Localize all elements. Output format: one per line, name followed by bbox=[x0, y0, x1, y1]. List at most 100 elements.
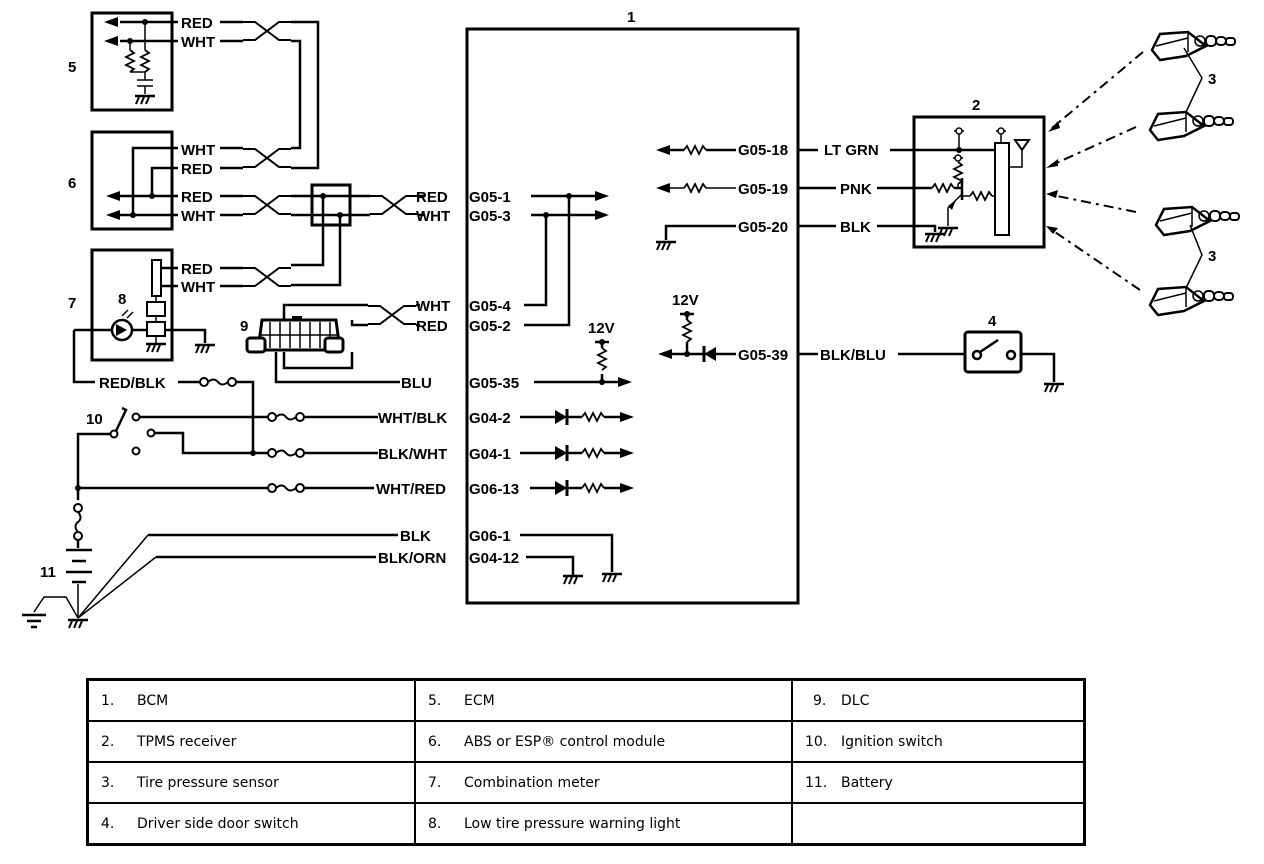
wire-bcm-red-1: RED bbox=[416, 189, 448, 206]
label-dlc: 9 bbox=[240, 318, 248, 335]
legend-cell: 1.BCM bbox=[86, 678, 416, 722]
wire-abs-wht: WHT bbox=[181, 208, 215, 225]
label-bcm: 1 bbox=[627, 9, 635, 26]
component-legend-table: 1.BCM 5.ECM 9.DLC 2.TPMS receiver 6.ABS … bbox=[86, 678, 1086, 846]
wire-blk-rx: BLK bbox=[840, 219, 871, 236]
legend-cell: 9.DLC bbox=[791, 678, 1086, 722]
label-battery: 11 bbox=[40, 564, 56, 581]
battery-icon bbox=[66, 548, 92, 584]
bcm-internal-left: 12V bbox=[520, 191, 634, 586]
legend-label: Low tire pressure warning light bbox=[464, 815, 681, 832]
bcm-right-wires: LT GRN PNK BLK BLK/BLU bbox=[798, 142, 995, 364]
ignition-switch-icon bbox=[109, 406, 156, 456]
legend-label: DLC bbox=[841, 692, 870, 709]
wire-red-blk: RED/BLK bbox=[99, 375, 166, 392]
label-ecm: 5 bbox=[68, 59, 76, 76]
legend-cell: 8.Low tire pressure warning light bbox=[414, 802, 793, 846]
wire-blu: BLU bbox=[401, 375, 432, 392]
wire-meter-wht: WHT bbox=[181, 279, 215, 296]
tire-sensor-icon bbox=[1150, 30, 1237, 62]
label-meter: 7 bbox=[68, 295, 76, 312]
tire-sensor-icon bbox=[1148, 110, 1235, 142]
legend-cell: 11.Battery bbox=[791, 761, 1086, 804]
wire-blk: BLK bbox=[400, 528, 431, 545]
wire-wht-blk: WHT/BLK bbox=[378, 410, 447, 427]
wire-blk-orn: BLK/ORN bbox=[378, 550, 446, 567]
warning-light-icon bbox=[110, 309, 134, 342]
label-12v-left: 12V bbox=[588, 320, 615, 337]
wire-blk-blu: BLK/BLU bbox=[820, 347, 886, 364]
chassis-ground-icon bbox=[22, 613, 46, 629]
combination-meter: 7 8 RED WHT RED/BLK bbox=[68, 248, 292, 453]
legend-cell: 3.Tire pressure sensor bbox=[86, 761, 416, 804]
legend-cell: 10.Ignition switch bbox=[791, 720, 1086, 763]
pin-g05-20: G05-20 bbox=[738, 219, 788, 236]
legend-label: ABS or ESP® control module bbox=[464, 733, 666, 750]
label-sensor-a: 3 bbox=[1208, 71, 1216, 88]
abs-module: 6 WHT RED RED WHT bbox=[68, 130, 425, 287]
legend-cell bbox=[791, 802, 1086, 846]
pin-g04-12: G04-12 bbox=[469, 550, 519, 567]
legend-label: Driver side door switch bbox=[137, 815, 299, 832]
legend-cell: 6.ABS or ESP® control module bbox=[414, 720, 793, 763]
label-ignition: 10 bbox=[86, 411, 103, 428]
wire-blk-wht: BLK/WHT bbox=[378, 446, 447, 463]
bcm-module: 1 bbox=[465, 9, 800, 605]
pin-g04-1: G04-1 bbox=[469, 446, 511, 463]
legend-label: Battery bbox=[841, 774, 893, 791]
pin-g05-39: G05-39 bbox=[738, 347, 788, 364]
wire-ecm-red: RED bbox=[181, 15, 213, 32]
bcm-left-pins: RED WHT G05-1 G05-3 WHT RED G05-4 G05-2 … bbox=[376, 189, 519, 567]
legend-cell: 7.Combination meter bbox=[414, 761, 793, 804]
wire-abs-red: RED bbox=[181, 189, 213, 206]
wire-bcm-wht-3: WHT bbox=[416, 208, 450, 225]
driver-door-switch: 4 bbox=[963, 313, 1066, 394]
label-door-switch: 4 bbox=[988, 313, 997, 330]
legend-row: 2.TPMS receiver 6.ABS or ESP® control mo… bbox=[86, 720, 1086, 763]
legend-cell: 2.TPMS receiver bbox=[86, 720, 416, 763]
label-12v-right: 12V bbox=[672, 292, 699, 309]
tire-pressure-sensors: 3 3 bbox=[1046, 30, 1241, 317]
bcm-internal-right: G05-18 G05-19 G05-20 12V G05-39 bbox=[654, 142, 788, 364]
label-tpms-receiver: 2 bbox=[972, 97, 980, 114]
legend-label: TPMS receiver bbox=[137, 733, 237, 750]
tire-sensor-icon bbox=[1148, 285, 1235, 317]
label-abs: 6 bbox=[68, 175, 76, 192]
pin-g06-13: G06-13 bbox=[469, 481, 519, 498]
wire-bcm-wht-4: WHT bbox=[416, 298, 450, 315]
label-sensor-b: 3 bbox=[1208, 248, 1216, 265]
ignition-battery-circuit: 10 11 bbox=[22, 406, 398, 630]
legend-cell: 5.ECM bbox=[414, 678, 793, 722]
legend-row: 4.Driver side door switch 8.Low tire pre… bbox=[86, 802, 1086, 846]
label-warning-light: 8 bbox=[118, 291, 126, 308]
legend-label: Ignition switch bbox=[841, 733, 943, 750]
tpms-receiver: 2 bbox=[912, 97, 1046, 249]
legend-row: 1.BCM 5.ECM 9.DLC bbox=[86, 678, 1086, 722]
wire-pnk: PNK bbox=[840, 181, 872, 198]
wire-ecm-wht: WHT bbox=[181, 34, 215, 51]
pin-g05-19: G05-19 bbox=[738, 181, 788, 198]
wire-bcm-red-2: RED bbox=[416, 318, 448, 335]
wiring-diagram: 1 5 RED WHT 6 WHT RED RED WHT bbox=[22, 9, 1241, 630]
tire-sensor-icon bbox=[1154, 205, 1241, 237]
dlc-connector: 9 bbox=[240, 303, 420, 384]
legend-label: ECM bbox=[464, 692, 495, 709]
pin-g05-4: G05-4 bbox=[469, 298, 511, 315]
wire-wht-red: WHT/RED bbox=[376, 481, 446, 498]
pin-g05-2: G05-2 bbox=[469, 318, 511, 335]
pin-g05-3: G05-3 bbox=[469, 208, 511, 225]
pin-g06-1: G06-1 bbox=[469, 528, 511, 545]
legend-label: Tire pressure sensor bbox=[137, 774, 279, 791]
wire-lt-grn: LT GRN bbox=[824, 142, 879, 159]
wire-meter-red: RED bbox=[181, 261, 213, 278]
legend-label: BCM bbox=[137, 692, 169, 709]
legend-cell: 4.Driver side door switch bbox=[86, 802, 416, 846]
pin-g04-2: G04-2 bbox=[469, 410, 511, 427]
pin-g05-18: G05-18 bbox=[738, 142, 788, 159]
legend-label: Combination meter bbox=[464, 774, 600, 791]
legend-row: 3.Tire pressure sensor 7.Combination met… bbox=[86, 761, 1086, 804]
pin-g05-35: G05-35 bbox=[469, 375, 519, 392]
wire-abs-red-top: RED bbox=[181, 161, 213, 178]
wire-abs-wht-top: WHT bbox=[181, 142, 215, 159]
ecm-module: 5 RED WHT bbox=[68, 11, 320, 170]
